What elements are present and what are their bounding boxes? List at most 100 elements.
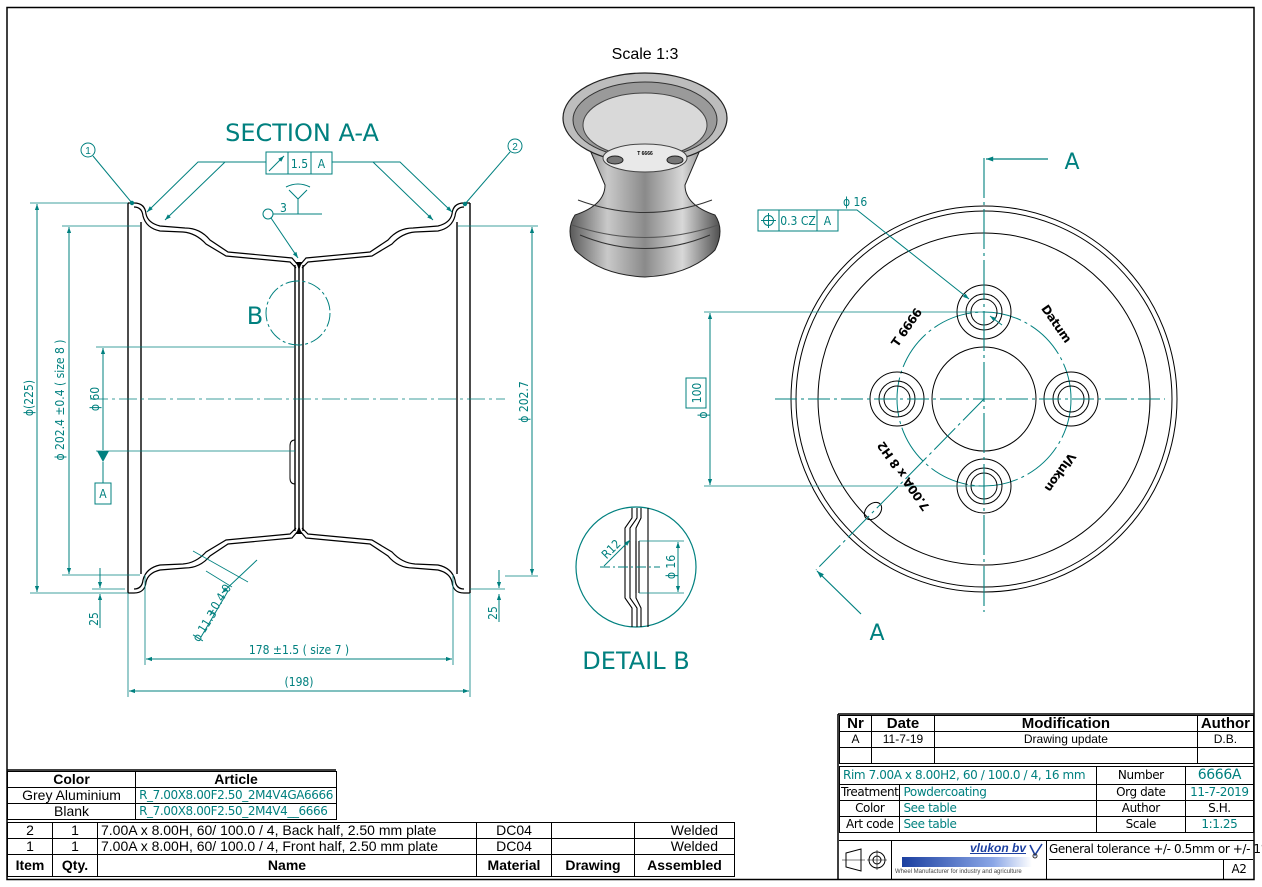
tb-art-code-label: Art code	[838, 816, 901, 833]
dim-thickness-left: 25	[87, 568, 125, 628]
datum-a-label: A	[99, 487, 107, 501]
part-item: 2	[7, 822, 53, 839]
dim-dia-60: ϕ 60	[88, 346, 295, 483]
valve-hole	[863, 501, 883, 521]
part-assembled: Welded	[634, 822, 735, 839]
dim-width-178: 178 ±1.5 ( size 7 )	[144, 575, 454, 665]
weld-size: 3	[280, 201, 287, 215]
balloon-1	[80, 142, 96, 158]
dim-thickness-right: 25	[470, 570, 505, 622]
article-header: Article	[135, 771, 337, 788]
company-name: vlukon bv	[969, 841, 1026, 855]
tb-color: See table	[899, 800, 1097, 817]
svg-text:ϕ: ϕ	[696, 411, 710, 418]
part-name: 7.00A x 8.00H, 60/ 100.0 / 4, Front half…	[97, 838, 477, 855]
dim-dia-202-4: ϕ 202.4 ±0.4 ( size 8 )	[53, 225, 140, 576]
face-text-datum: Datum	[1038, 302, 1074, 345]
weld-bottom-fill	[296, 526, 302, 534]
weld-top-fill	[296, 262, 302, 270]
part-material: DC04	[476, 822, 552, 839]
rim-profile-bottom	[128, 527, 470, 594]
runout-icon	[268, 155, 285, 172]
svg-text:100: 100	[690, 383, 704, 404]
revision-row: A 11-7-19 Drawing update D.B.	[839, 731, 1255, 748]
front-view: A A 0.3 CZ A ϕ 16 100 ϕ	[685, 150, 1178, 646]
tb-number: 6666A	[1184, 766, 1255, 785]
svg-text:ϕ 60: ϕ 60	[88, 387, 102, 411]
col-nr: Nr	[839, 715, 872, 732]
rev-date: 11-7-19	[871, 731, 935, 748]
position-icon	[761, 213, 776, 228]
color-name: Grey Aluminium	[6, 787, 137, 804]
valve-boss	[289, 439, 296, 485]
svg-text:ϕ 202.4 ±0.4 ( size 8 ): ϕ 202.4 ±0.4 ( size 8 )	[53, 339, 67, 460]
section-marker-bottom: A	[869, 621, 884, 646]
svg-text:25: 25	[486, 606, 500, 620]
rev-modification: Drawing update	[934, 731, 1198, 748]
article-code: R_7.00X8.00F2.50_2M4V4GA6666	[135, 787, 337, 804]
runout-value: 1.5	[291, 157, 308, 171]
balloon-1-label: 1	[85, 146, 91, 157]
parts-row: 1 1 7.00A x 8.00H, 60/ 100.0 / 4, Front …	[7, 838, 735, 855]
section-title: SECTION A-A	[225, 119, 379, 147]
revision-row-empty	[839, 747, 1255, 764]
detail-dim-dia-16: ϕ 16	[664, 555, 678, 579]
svg-text:(198): (198)	[284, 675, 313, 689]
parts-row: 2 1 7.00A x 8.00H, 60/ 100.0 / 4, Back h…	[7, 822, 735, 839]
tb-scale-label: Scale	[1095, 816, 1186, 833]
dim-dia-16: ϕ 16	[843, 195, 867, 209]
col-date: Date	[871, 715, 935, 732]
part-drawing	[551, 822, 635, 839]
sheet-size: A2	[1223, 860, 1254, 879]
title-block-bottom: vlukon bv Wheel Manufacturer for industr…	[839, 840, 1262, 880]
color-row: Blank R_7.00X8.00F2.50_2M4V4__6666	[6, 803, 337, 820]
header-drawing: Drawing	[551, 854, 635, 877]
company-logo-mark	[1029, 843, 1043, 859]
tb-number-label: Number	[1095, 766, 1186, 785]
balloon-2-leader	[464, 151, 511, 205]
header-assembled: Assembled	[634, 854, 735, 877]
part-assembled: Welded	[634, 838, 735, 855]
revision-header-row: Nr Date Modification Author	[839, 715, 1255, 732]
tb-color-label: Color	[838, 800, 901, 817]
isometric-view: Scale 1:3 T 6666	[562, 46, 728, 278]
color-article-table: Color Article Grey Aluminium R_7.00X8.00…	[6, 771, 337, 820]
parts-list-table: 2 1 7.00A x 8.00H, 60/ 100.0 / 4, Back h…	[7, 822, 735, 877]
iso-embossing: T 6666	[637, 151, 653, 157]
part-drawing	[551, 838, 635, 855]
tb-art-code: See table	[899, 816, 1097, 833]
col-author: Author	[1196, 715, 1255, 732]
header-item: Item	[7, 854, 53, 877]
company-logo: vlukon bv Wheel Manufacturer for industr…	[892, 841, 1047, 880]
col-modification: Modification	[934, 715, 1198, 732]
header-material: Material	[476, 854, 552, 877]
general-tolerance: General tolerance +/- 0.5mm or +/- 1°	[1049, 842, 1262, 860]
detail-b-marker: B	[247, 302, 263, 330]
iso-scale-label: Scale 1:3	[612, 46, 679, 63]
first-angle-projection-icon	[839, 841, 892, 880]
part-name: 7.00A x 8.00H, 60/ 100.0 / 4, Back half,…	[97, 822, 477, 839]
tb-author-label: Author	[1095, 800, 1186, 817]
balloon-2-label: 2	[512, 142, 518, 153]
section-arrow-bottom	[816, 570, 862, 615]
balloon-2	[507, 138, 523, 154]
rev-nr: A	[839, 731, 872, 748]
color-header: Color	[6, 771, 137, 788]
rev-author: D.B.	[1196, 731, 1255, 748]
detail-title: DETAIL B	[582, 647, 689, 675]
diagonal-section-line	[815, 398, 985, 571]
svg-text:178 ±1.5 ( size 7 ): 178 ±1.5 ( size 7 )	[249, 643, 349, 657]
section-marker-top: A	[1064, 150, 1079, 175]
tb-treatment: Powdercoating	[899, 784, 1097, 801]
revision-table: Nr Date Modification Author A 11-7-19 Dr…	[839, 715, 1255, 764]
face-text-brand: Vlukon	[1042, 450, 1079, 494]
part-item: 1	[7, 838, 53, 855]
part-qty: 1	[52, 838, 98, 855]
article-code: R_7.00X8.00F2.50_2M4V4__6666	[135, 803, 337, 820]
sheet-border	[6, 6, 1255, 881]
dim-width-198: (198)	[127, 593, 471, 697]
title-block: Rim 7.00A x 8.00H2, 60 / 100.0 / 4, 16 m…	[838, 766, 1255, 833]
tb-org-date-label: Org date	[1095, 784, 1186, 801]
header-name: Name	[97, 854, 477, 877]
tb-description: Rim 7.00A x 8.00H2, 60 / 100.0 / 4, 16 m…	[839, 766, 1097, 785]
